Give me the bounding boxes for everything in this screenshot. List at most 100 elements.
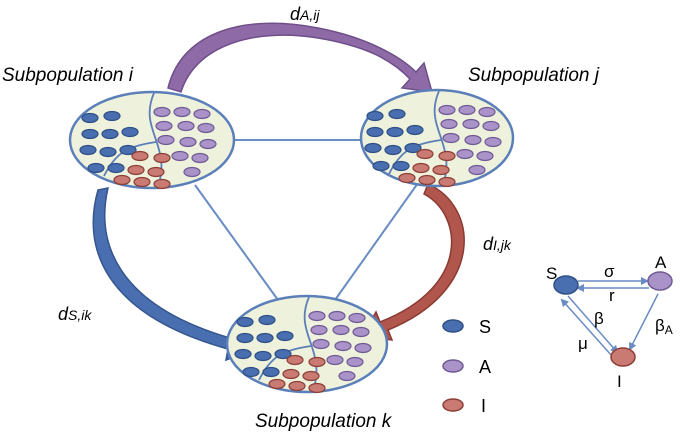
individual-I xyxy=(398,172,416,184)
individual-A xyxy=(456,148,474,160)
individual-S xyxy=(256,332,274,344)
node-A-label: A xyxy=(655,253,667,272)
flow-label-S-ik: dS,ik xyxy=(58,304,92,324)
link-i-k xyxy=(194,184,279,301)
individual-A xyxy=(173,106,191,118)
individual-S xyxy=(406,124,424,136)
individual-S xyxy=(99,146,117,158)
legend-swatch-A xyxy=(442,359,464,373)
individual-I xyxy=(418,174,436,186)
sigma-label: σ xyxy=(604,262,615,281)
individual-I xyxy=(308,356,326,368)
individual-S xyxy=(103,110,121,122)
individual-I xyxy=(288,380,306,392)
individual-I xyxy=(438,150,456,162)
individual-A xyxy=(171,150,189,162)
individual-I xyxy=(153,178,171,190)
individual-I xyxy=(308,382,326,394)
individual-S xyxy=(276,330,294,342)
transition-A-to-I xyxy=(629,293,659,351)
individual-I xyxy=(147,166,165,178)
individual-A xyxy=(482,120,500,132)
legend-swatch-S xyxy=(442,319,464,333)
legend-label-S: S xyxy=(479,317,491,337)
individual-A xyxy=(334,340,352,352)
legend-item-I: I xyxy=(442,396,486,416)
r-label: r xyxy=(609,286,615,305)
beta-A-base: β xyxy=(655,316,665,335)
flow-label-I-jk-sub: I,jk xyxy=(493,237,512,253)
individual-A xyxy=(478,106,496,118)
individual-A xyxy=(191,152,209,164)
flow-label-A-ij-base: d xyxy=(290,4,301,24)
individual-A xyxy=(326,354,344,366)
individual-I xyxy=(127,164,145,176)
individual-I xyxy=(432,164,450,176)
individual-S xyxy=(372,160,390,172)
individual-A xyxy=(462,118,480,130)
subpopulation-i-label: Subpopulation i xyxy=(2,65,134,86)
individual-I xyxy=(153,152,171,164)
individual-A xyxy=(197,122,215,134)
individual-S xyxy=(274,348,292,360)
individual-I xyxy=(416,148,434,160)
individual-I xyxy=(282,368,300,380)
individual-I xyxy=(286,354,304,366)
individual-A xyxy=(476,150,494,162)
individual-S xyxy=(258,314,276,326)
individual-S xyxy=(107,162,125,174)
individual-S xyxy=(392,160,410,172)
subpopulation-i-oval xyxy=(68,90,236,190)
individual-A xyxy=(153,106,171,118)
individual-S xyxy=(79,144,97,156)
individual-A xyxy=(312,338,330,350)
node-I xyxy=(610,347,636,367)
transition-I-to-S xyxy=(560,298,613,357)
legend-label-A: A xyxy=(479,357,491,377)
individual-I xyxy=(412,162,430,174)
legend-item-A: A xyxy=(442,357,491,377)
individual-I xyxy=(302,370,320,382)
legend-label-I: I xyxy=(481,396,486,416)
individual-A xyxy=(332,324,350,336)
subpopulation-k-oval xyxy=(225,294,389,394)
beta-label: β xyxy=(594,309,604,328)
individual-S xyxy=(384,144,402,156)
subpopulation-k-label: Subpopulation k xyxy=(255,411,393,432)
individual-A xyxy=(193,108,211,120)
individual-I xyxy=(133,176,151,188)
individual-A xyxy=(458,104,476,116)
individual-A xyxy=(155,120,173,132)
individual-A xyxy=(177,120,195,132)
individual-S xyxy=(254,350,272,362)
individual-A xyxy=(484,136,502,148)
node-S-label: S xyxy=(546,264,557,283)
individual-S xyxy=(81,112,99,124)
transition-S-to-I xyxy=(567,295,619,354)
individual-A xyxy=(440,118,458,130)
individual-A xyxy=(348,312,366,324)
individual-I xyxy=(113,174,131,186)
individual-S xyxy=(236,332,254,344)
mu-label: μ xyxy=(578,334,588,353)
flow-label-S-ik-sub: S,ik xyxy=(68,307,92,323)
individual-A xyxy=(310,324,328,336)
flow-label-A-ij-sub: A,ij xyxy=(299,7,320,23)
beta-A-sub: A xyxy=(665,323,673,337)
individual-S xyxy=(81,128,99,140)
subpopulation-j-oval xyxy=(359,88,515,188)
beta-A-label: βA xyxy=(655,316,673,337)
individual-I xyxy=(131,150,149,162)
compartment-model: S A I σ r β μ βA xyxy=(546,253,673,391)
flow-arrow-A-ij xyxy=(167,22,434,93)
individual-I xyxy=(438,176,456,188)
individual-A xyxy=(157,134,175,146)
individual-S xyxy=(404,142,422,154)
individual-A xyxy=(328,310,346,322)
individual-S xyxy=(366,110,384,122)
individual-A xyxy=(346,356,364,368)
node-I-label: I xyxy=(617,372,622,391)
legend-swatch-I xyxy=(442,398,464,412)
individual-S xyxy=(242,366,260,378)
